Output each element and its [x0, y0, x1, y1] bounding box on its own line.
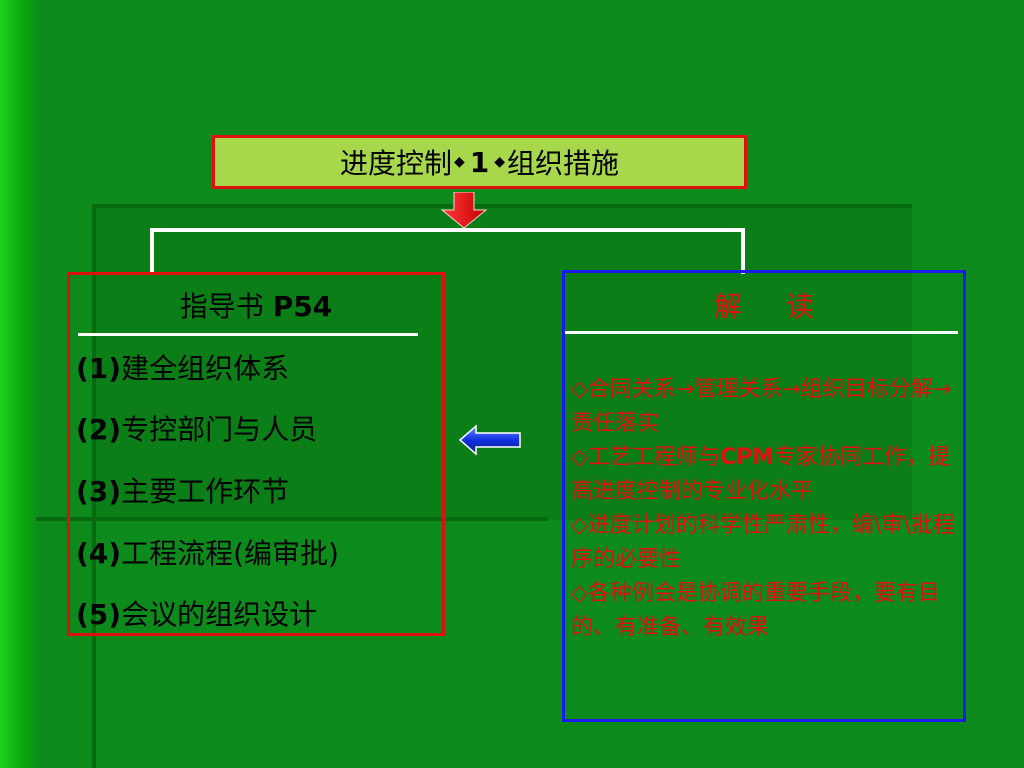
title-part1: 进度控制: [339, 147, 452, 180]
interpretation-heading: 解读: [713, 290, 858, 323]
guide-item: (2)专控部门与人员: [76, 408, 317, 448]
guide-item-text: 专控部门与人员: [121, 413, 318, 446]
background-line-top: [92, 204, 912, 208]
interpretation-point: ◇工艺工程师与CPM专家协同工作，提高进度控制的专业化水平: [571, 441, 955, 509]
slide-title: 进度控制 ◆ 1 ◆ 组织措施: [212, 135, 747, 189]
interpretation-point: ◇进度计划的科学性严肃性，编\审\批程序的必要性: [571, 513, 955, 572]
left-arrow-icon: [458, 424, 521, 456]
interpretation-point-text: 专家协同工作，提高进度控制的专业化水平: [571, 445, 951, 504]
guide-heading: 指导书 P54: [70, 285, 442, 325]
down-arrow-icon: [440, 192, 488, 229]
guide-item-number: (2): [76, 413, 122, 446]
guide-item-number: (4): [76, 537, 122, 570]
guide-heading-ref: P54: [272, 290, 333, 323]
background-line-vert: [92, 205, 96, 768]
interpretation-divider: [565, 331, 958, 334]
guide-item-number: (5): [76, 598, 122, 631]
guide-item: (3)主要工作环节: [76, 470, 289, 510]
guide-heading-text: 指导书: [179, 290, 264, 323]
interpretation-box: 解读 ◇合同关系→管理关系→组织目标分解→责任落实 ◇工艺工程师与CPM专家协同…: [562, 270, 966, 722]
background-line-mid: [36, 517, 548, 521]
cpm-label: CPM: [719, 445, 775, 470]
guide-item: (4)工程流程(编审批): [76, 532, 339, 572]
guide-divider: [78, 333, 418, 336]
interpretation-point: ◇各种例会是协调的重要手段，要有目的、有准备、有效果: [571, 581, 940, 640]
interpretation-body: ◇合同关系→管理关系→组织目标分解→责任落实 ◇工艺工程师与CPM专家协同工作，…: [571, 373, 955, 645]
diamond-bullet-icon: ◆: [494, 154, 506, 170]
guide-item-number: (1): [76, 352, 122, 385]
interpretation-point: ◇合同关系→管理关系→组织目标分解→责任落实: [571, 377, 952, 436]
title-number: 1: [469, 145, 490, 179]
bracket-connector: [150, 228, 745, 274]
guide-item-text: 主要工作环节: [121, 475, 290, 508]
background-panel-upper: [92, 205, 912, 520]
diamond-bullet-icon: ◆: [453, 154, 465, 170]
guide-item-text: 建全组织体系: [121, 352, 290, 385]
guide-item-text: 会议的组织设计: [121, 598, 318, 631]
guide-box: 指导书 P54 (1)建全组织体系 (2)专控部门与人员 (3)主要工作环节 (…: [67, 272, 445, 636]
guide-item: (1)建全组织体系: [76, 347, 289, 387]
background-left-stripe: [0, 0, 40, 768]
guide-item: (5)会议的组织设计: [76, 593, 317, 633]
title-part2: 组织措施: [507, 147, 620, 180]
interpretation-point-text: ◇工艺工程师与: [571, 445, 720, 470]
guide-item-text: 工程流程(编审批): [121, 537, 339, 570]
guide-item-number: (3): [76, 475, 122, 508]
